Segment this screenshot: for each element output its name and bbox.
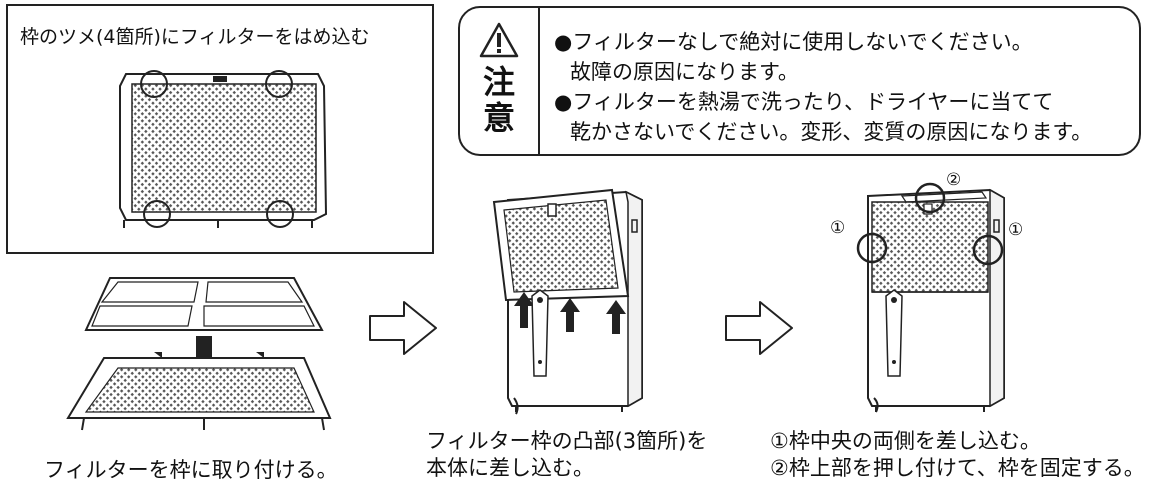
- marker-one-right: ①: [1008, 220, 1024, 240]
- hollow-right-arrow-icon: [369, 301, 437, 355]
- up-arrow-icon: [514, 292, 534, 328]
- marker-one-left: ①: [830, 218, 846, 238]
- filter-frame-claws-illustration: [119, 70, 328, 228]
- warning-triangle-icon: [479, 22, 519, 58]
- step3-caption-line: ①枠中央の両側を差し込む。: [770, 429, 1041, 453]
- marker-two: ②: [946, 170, 962, 190]
- caution-line: ●フィルターなしで絶対に使用しないでください。: [554, 30, 1033, 54]
- caution-line: ●フィルターを熱湯で洗ったり、ドライヤーに当てて: [554, 90, 1054, 114]
- caution-divider: [538, 8, 540, 154]
- caution-label-char: 注: [482, 63, 515, 101]
- step3-fix-frame-illustration: [856, 182, 1005, 413]
- caution-box: 注 意 ●フィルターなしで絶対に使用しないでください。 故障の原因になります。 …: [458, 6, 1141, 156]
- caution-line: 乾かさないでください。変形、変質の原因になります。: [570, 120, 1093, 144]
- up-arrow-icon: [606, 300, 626, 334]
- caution-line: 故障の原因になります。: [570, 60, 799, 84]
- inset-box-title: 枠のツメ(4箇所)にフィルターをはめ込む: [20, 26, 370, 48]
- step2-caption-line: 本体に差し込む。: [426, 456, 594, 480]
- inset-box-frame: 枠のツメ(4箇所)にフィルターをはめ込む: [6, 4, 434, 254]
- up-arrow-icon: [560, 298, 580, 332]
- step2-insert-frame-illustration: [492, 188, 643, 415]
- step3-caption-line: ②枠上部を押し付けて、枠を固定する。: [770, 456, 1145, 480]
- step1-filter-into-frame-illustration: [66, 277, 332, 431]
- step1-caption: フィルターを枠に取り付ける。: [44, 458, 338, 482]
- step2-caption-line: フィルター枠の凸部(3箇所)を: [426, 429, 708, 453]
- caution-label-char: 意: [482, 99, 515, 137]
- hollow-right-arrow-icon: [725, 301, 793, 355]
